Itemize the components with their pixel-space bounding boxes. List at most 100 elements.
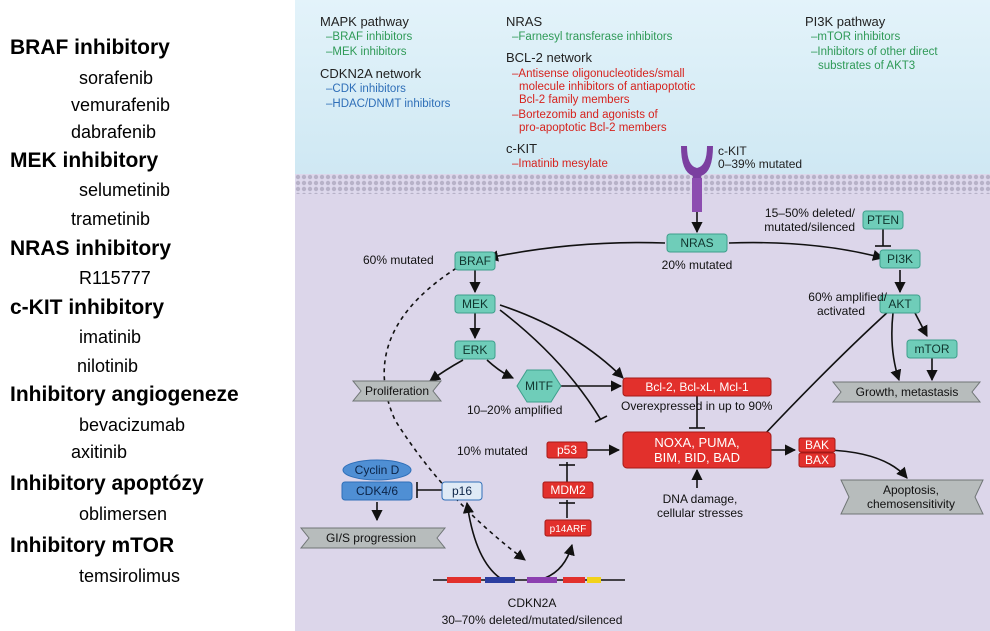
legend-cdkn-1: –CDK inhibitors [326, 83, 406, 95]
legend-bcl-title: BCL-2 network [506, 50, 592, 65]
note-pten-2: mutated/silenced [764, 220, 855, 234]
legend-ckit-1: –Imatinib mesylate [512, 158, 608, 170]
note-cdkn2a: CDKN2A [508, 596, 557, 610]
nras-heading: NRAS inhibitory [10, 237, 171, 260]
drug-axitinib: axitinib [71, 442, 128, 462]
drug-dabrafenib: dabrafenib [71, 122, 157, 142]
note-cdkn2a-mutated: 30–70% deleted/mutated/silenced [442, 613, 623, 627]
receptor-label: c-KIT [718, 144, 747, 158]
legend-bcl-1c: Bcl-2 family members [519, 94, 630, 106]
drug-trametinib: trametinib [71, 209, 151, 229]
extracellular-region [295, 0, 990, 174]
legend-cdkn-2: –HDAC/DNMT inhibitors [326, 98, 451, 110]
drug-imatinib: imatinib [79, 327, 142, 347]
cell-membrane [295, 174, 990, 194]
braf-heading: BRAF inhibitory [10, 36, 170, 59]
note-akt-1: 60% amplified/ [808, 290, 887, 304]
ckit-heading: c-KIT inhibitory [10, 296, 164, 319]
note-dna-2: cellular stresses [657, 506, 743, 520]
node-pten-label: PTEN [867, 213, 899, 227]
drug-r115777: R115777 [79, 268, 151, 288]
drug-temsirolimus: temsirolimus [79, 566, 181, 586]
edge-erk-proliferation [429, 359, 464, 382]
legend-ckit-title: c-KIT [506, 141, 537, 156]
node-pi3k [879, 249, 921, 269]
legend-mapk-2: –MEK inhibitors [326, 46, 407, 58]
node-bak-label: BAK [805, 438, 829, 452]
note-pten-1: 15–50% deleted/ [765, 206, 856, 220]
node-erk [454, 340, 496, 360]
node-pi3k-label: PI3K [887, 252, 913, 266]
legend-mapk-title: MAPK pathway [320, 14, 409, 29]
legend-pi3k-1: –mTOR inhibitors [811, 31, 901, 43]
node-mtor-label: mTOR [914, 342, 949, 356]
edge-braf-cdkn2a-dashed [383, 263, 526, 561]
edge-mek-bcl2 [499, 304, 624, 379]
node-p14arf-label: p14ARF [550, 524, 587, 535]
cytoplasm-region [295, 194, 990, 631]
node-p53-label: p53 [557, 443, 577, 457]
node-akt-label: AKT [888, 297, 912, 311]
note-braf-mutated: 60% mutated [363, 253, 434, 267]
output-growth-label: Growth, metastasis [856, 385, 959, 399]
drug-oblimersen: oblimersen [79, 504, 168, 524]
legend-bcl-2b: pro-apoptotic Bcl-2 members [519, 122, 667, 134]
cdkn2a-gene-icon [433, 577, 625, 583]
node-akt [879, 294, 921, 314]
legend-nras-1: –Farnesyl transferase inhibitors [512, 31, 673, 43]
output-proliferation [351, 380, 443, 402]
note-dna-1: DNA damage, [663, 492, 738, 506]
output-apoptosis-label-2: chemosensitivity [867, 497, 955, 511]
drug-sorafenib: sorafenib [79, 68, 154, 88]
edge-nras-pi3k [728, 241, 885, 261]
ckit-receptor-icon [681, 146, 713, 212]
node-cyclind-label: Cyclin D [355, 463, 400, 477]
output-gis-label: GI/S progression [326, 531, 416, 545]
node-bcl2-label: Bcl-2, Bcl-xL, Mcl-1 [645, 380, 749, 394]
edge-cdkn2a-p16 [462, 501, 501, 579]
legend-pi3k-2a: –Inhibitors of other direct [811, 46, 938, 58]
legend-pi3k-2b: substrates of AKT3 [818, 60, 915, 72]
node-braf [454, 251, 496, 271]
node-noxa [622, 431, 772, 469]
legend-bcl-1a: –Antisense oligonucleotides/small [512, 68, 685, 80]
edge-akt-noxa [762, 309, 891, 437]
node-mdm2 [542, 481, 594, 499]
legend-mapk-1: –BRAF inhibitors [326, 31, 413, 43]
node-bax-label: BAX [805, 453, 829, 467]
node-mtor [906, 339, 958, 359]
node-mitf [516, 369, 562, 403]
node-bax [798, 452, 836, 468]
output-growth [831, 381, 982, 403]
node-p16-label: p16 [452, 484, 472, 498]
node-braf-label: BRAF [459, 254, 491, 268]
edge-cdkn2a-p14arf [544, 543, 575, 579]
receptor-note: 0–39% mutated [718, 157, 802, 171]
edge-erk-mitf [486, 359, 515, 379]
drug-list-panel: BRAF inhibitory sorafenib vemurafenib da… [0, 0, 295, 631]
output-proliferation-label: Proliferation [365, 384, 429, 398]
edge-mek-noxa [499, 309, 602, 421]
edge-bak-apoptosis [826, 449, 908, 479]
note-nras-mutated: 20% mutated [662, 258, 733, 272]
node-noxa-label-1: NOXA, PUMA, [654, 435, 739, 450]
node-mitf-label: MITF [525, 379, 553, 393]
node-mek-label: MEK [462, 297, 488, 311]
mtor-heading: Inhibitory mTOR [10, 534, 175, 557]
legend-cdkn-title: CDKN2A network [320, 66, 422, 81]
node-pten [862, 210, 904, 230]
node-cyclind [342, 459, 412, 481]
legend-nras-title: NRAS [506, 14, 542, 29]
edge-nras-braf [486, 241, 666, 262]
node-p16 [441, 481, 483, 501]
pathway-svg: MAPK pathway –BRAF inhibitors –MEK inhib… [295, 0, 990, 631]
note-bcl2: Overexpressed in up to 90% [621, 399, 773, 413]
edge-akt-growth [890, 312, 902, 382]
drug-nilotinib: nilotinib [77, 356, 139, 376]
legend-bcl-2a: –Bortezomib and agonists of [512, 109, 659, 121]
note-akt-2: activated [817, 304, 865, 318]
pathway-diagram: MAPK pathway –BRAF inhibitors –MEK inhib… [295, 0, 990, 631]
edge-akt-mtor [914, 312, 928, 337]
node-cdk46 [341, 481, 413, 501]
drug-bevacizumab: bevacizumab [79, 415, 186, 435]
